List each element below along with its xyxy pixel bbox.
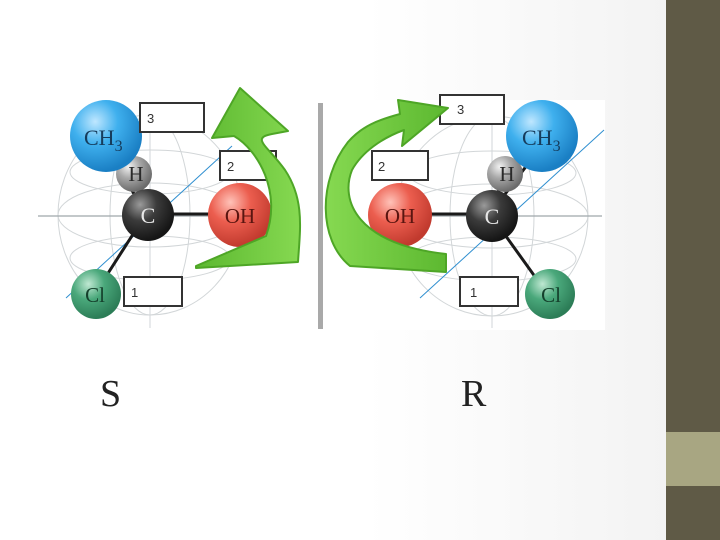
right-priority-box-2: 2 [371, 150, 429, 181]
right-chlorine-label: Cl [541, 283, 561, 307]
left-priority-box-1: 1 [123, 276, 183, 307]
left-hydroxyl-label: OH [225, 204, 255, 228]
left-chlorine-label: Cl [85, 283, 105, 307]
left-carbon-atom [122, 189, 174, 241]
configuration-label-r: R [461, 373, 487, 415]
mirror-plane [318, 103, 323, 329]
left-hydrogen-label: H [128, 162, 143, 186]
left-methyl-label-subscript: 3 [115, 138, 123, 155]
right-methyl-label-main: CH [522, 125, 553, 150]
right-hydrogen-atom [487, 156, 523, 192]
right-priority-box-1: 1 [459, 276, 519, 307]
left-rotation-arrow [195, 87, 302, 269]
chirality-diagram: H CH3 C OH Cl 3 2 1 [38, 87, 605, 330]
left-priority-box-3: 3 [139, 102, 205, 133]
right-priority-2-label: 2 [378, 159, 385, 174]
right-hydroxyl-atom [368, 183, 432, 247]
configuration-label-s: S [100, 373, 122, 415]
left-carbon-label: C [141, 203, 156, 228]
right-methyl-atom [506, 100, 578, 172]
right-hydrogen-label: H [499, 162, 514, 186]
right-methyl-label-subscript: 3 [553, 138, 561, 155]
left-methyl-atom [70, 100, 142, 172]
left-chlorine-atom [71, 269, 121, 319]
left-methyl-label-main: CH [84, 125, 115, 150]
right-rotation-arrow [324, 99, 449, 273]
right-carbon-label: C [485, 204, 500, 229]
left-methyl-label: CH3 [84, 125, 123, 155]
right-priority-box-3: 3 [439, 94, 505, 125]
left-priority-2-label: 2 [227, 159, 234, 174]
right-methyl-label: CH3 [522, 125, 561, 155]
left-priority-1-label: 1 [131, 285, 138, 300]
right-chlorine-atom [525, 269, 575, 319]
right-hydroxyl-label: OH [385, 204, 415, 228]
left-priority-3-label: 3 [147, 111, 154, 126]
sidebar-accent-block [666, 432, 720, 486]
right-carbon-atom [466, 190, 518, 242]
left-hydroxyl-atom [208, 183, 272, 247]
right-priority-1-label: 1 [470, 285, 477, 300]
right-priority-3-label: 3 [457, 102, 464, 117]
